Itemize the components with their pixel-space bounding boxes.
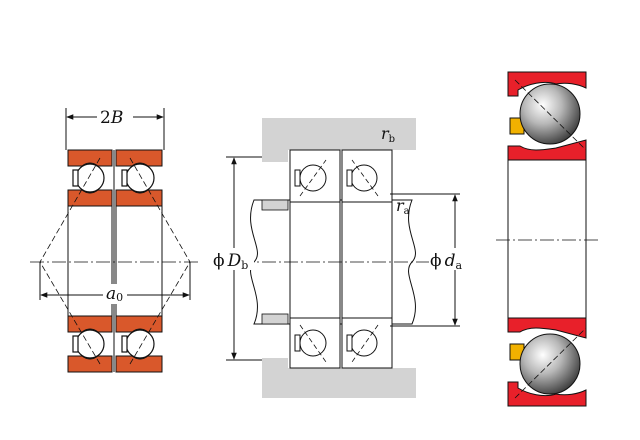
pair-view: 2B	[30, 106, 200, 373]
pair-balls	[72, 163, 155, 359]
shaft-shoulder-upper	[261, 199, 289, 211]
section-upper	[507, 71, 587, 161]
housing-fillet-label: rb	[381, 124, 395, 145]
section-lower	[507, 317, 587, 407]
load-center-label: a0	[106, 284, 123, 304]
shaft-shoulder-lower	[261, 313, 289, 325]
contact-angle-lines	[39, 157, 191, 365]
section-view	[496, 71, 598, 407]
width-label: 2B	[100, 108, 123, 128]
mounted-bearings	[289, 149, 393, 369]
section-contact-lines	[514, 79, 587, 399]
housing	[262, 118, 416, 398]
shaft-fillet-label: ra	[396, 196, 410, 217]
section-outline	[507, 160, 587, 318]
